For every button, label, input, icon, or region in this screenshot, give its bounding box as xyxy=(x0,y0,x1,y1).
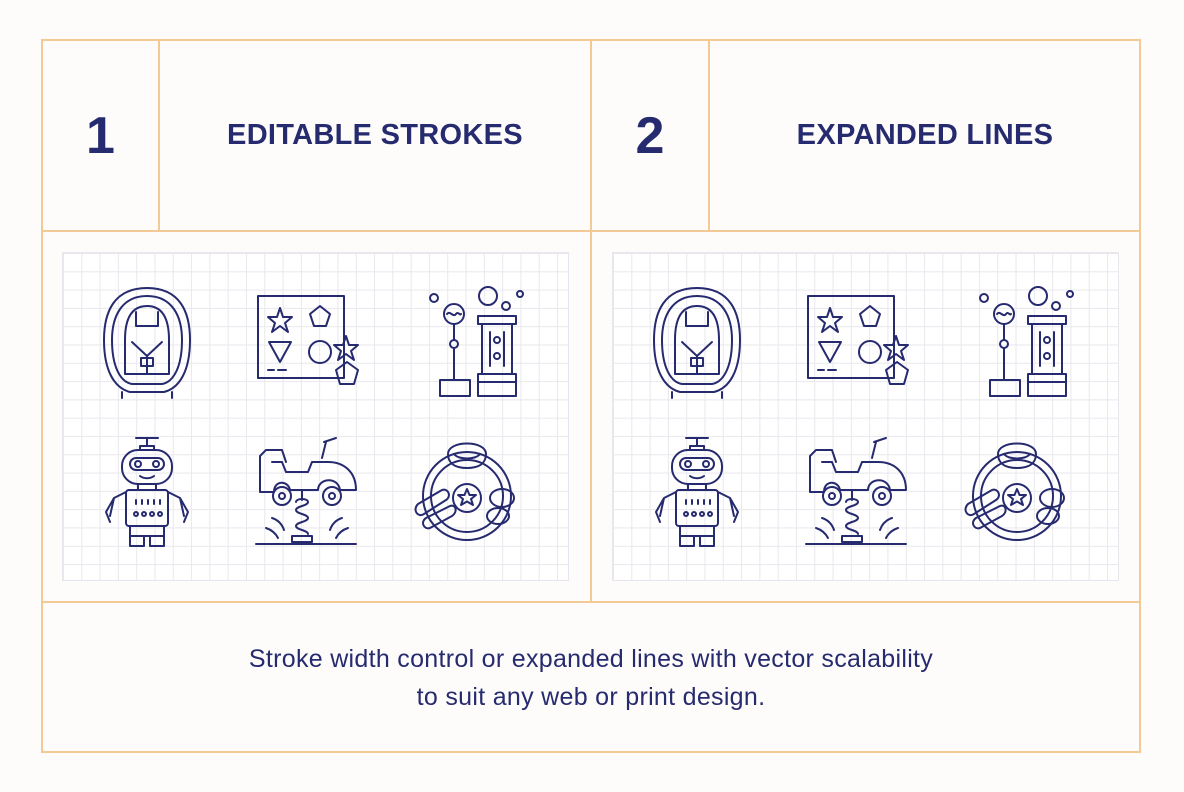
icon-grid-panel-1 xyxy=(62,252,569,581)
panel-2-title: EXPANDED LINES xyxy=(796,119,1054,151)
shape-sorter-icon xyxy=(802,290,912,410)
teether-ring-icon xyxy=(962,432,1072,552)
caption-line-2: to suit any web or print design. xyxy=(416,683,766,711)
caption: Stroke width control or expanded lines w… xyxy=(42,604,1140,752)
infant-car-seat-icon xyxy=(642,282,752,402)
panel-1-number: 1 xyxy=(86,106,115,165)
shape-sorter-icon xyxy=(252,290,362,410)
number-divider-2 xyxy=(708,39,710,232)
infant-car-seat-icon xyxy=(92,282,202,402)
panel-1-title: EDITABLE STROKES xyxy=(227,119,523,151)
teether-ring-icon xyxy=(412,432,522,552)
center-divider xyxy=(590,39,592,603)
panel-2-number: 2 xyxy=(635,106,665,165)
robot-toy-icon xyxy=(92,432,202,552)
robot-toy-icon xyxy=(642,432,752,552)
caption-line-1: Stroke width control or expanded lines w… xyxy=(248,645,934,673)
spring-rider-car-icon xyxy=(802,432,912,552)
bubble-machine-icon xyxy=(970,284,1080,404)
number-divider-1 xyxy=(158,39,160,232)
spring-rider-car-icon xyxy=(252,432,362,552)
bubble-machine-icon xyxy=(420,284,530,404)
